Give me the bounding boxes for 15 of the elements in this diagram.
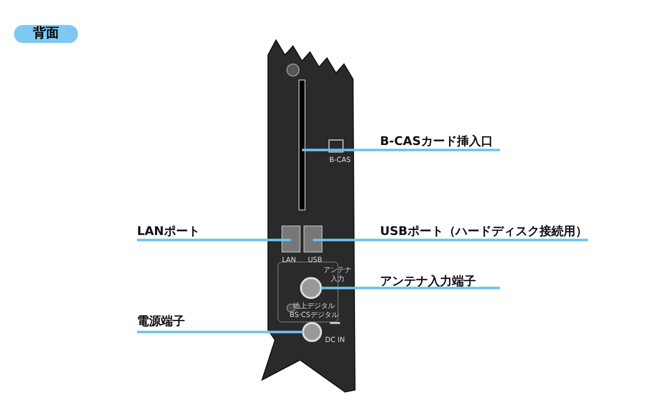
power-jack — [302, 322, 322, 342]
card-slot — [298, 80, 306, 210]
leader-line — [302, 148, 500, 152]
callout-label: LANポート — [137, 224, 200, 238]
callout-label: アンテナ入力端子 — [380, 274, 476, 288]
callout-label: 電源端子 — [137, 314, 185, 328]
leader-line — [321, 286, 500, 290]
lan-port — [282, 226, 300, 252]
callout-label: B-CASカード挿入口 — [380, 134, 493, 148]
callout-label: USBポート（ハードディスク接続用） — [380, 224, 588, 238]
leader-line — [313, 238, 588, 242]
section-heading: 背面 — [14, 25, 78, 43]
usb-port — [304, 226, 322, 252]
leader-line — [137, 330, 303, 334]
leader-line — [137, 238, 291, 242]
